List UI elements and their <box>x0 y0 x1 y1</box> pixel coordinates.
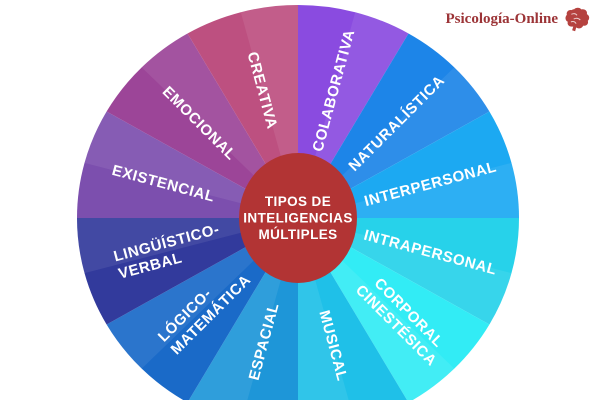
brain-icon <box>565 7 590 32</box>
segment-intrapersonal <box>298 218 519 325</box>
center-title-line: TIPOS DE <box>265 194 331 209</box>
segment-logico-matematica <box>106 218 298 400</box>
logo: Psicología-Online <box>446 6 593 33</box>
segment-corporal-cinestesica <box>298 218 490 400</box>
segment-existencial <box>77 111 298 218</box>
center-circle <box>239 153 357 283</box>
segment-emocional <box>106 33 298 218</box>
center-title-line: INTELIGENCIAS <box>243 211 352 226</box>
segment-interpersonal <box>298 111 519 218</box>
logo-text: Psicología-Online <box>445 11 559 27</box>
segment-linguistico-verbal <box>77 218 298 325</box>
segment-naturalistica <box>298 33 490 218</box>
center-title-line: MÚLTIPLES <box>258 227 337 242</box>
